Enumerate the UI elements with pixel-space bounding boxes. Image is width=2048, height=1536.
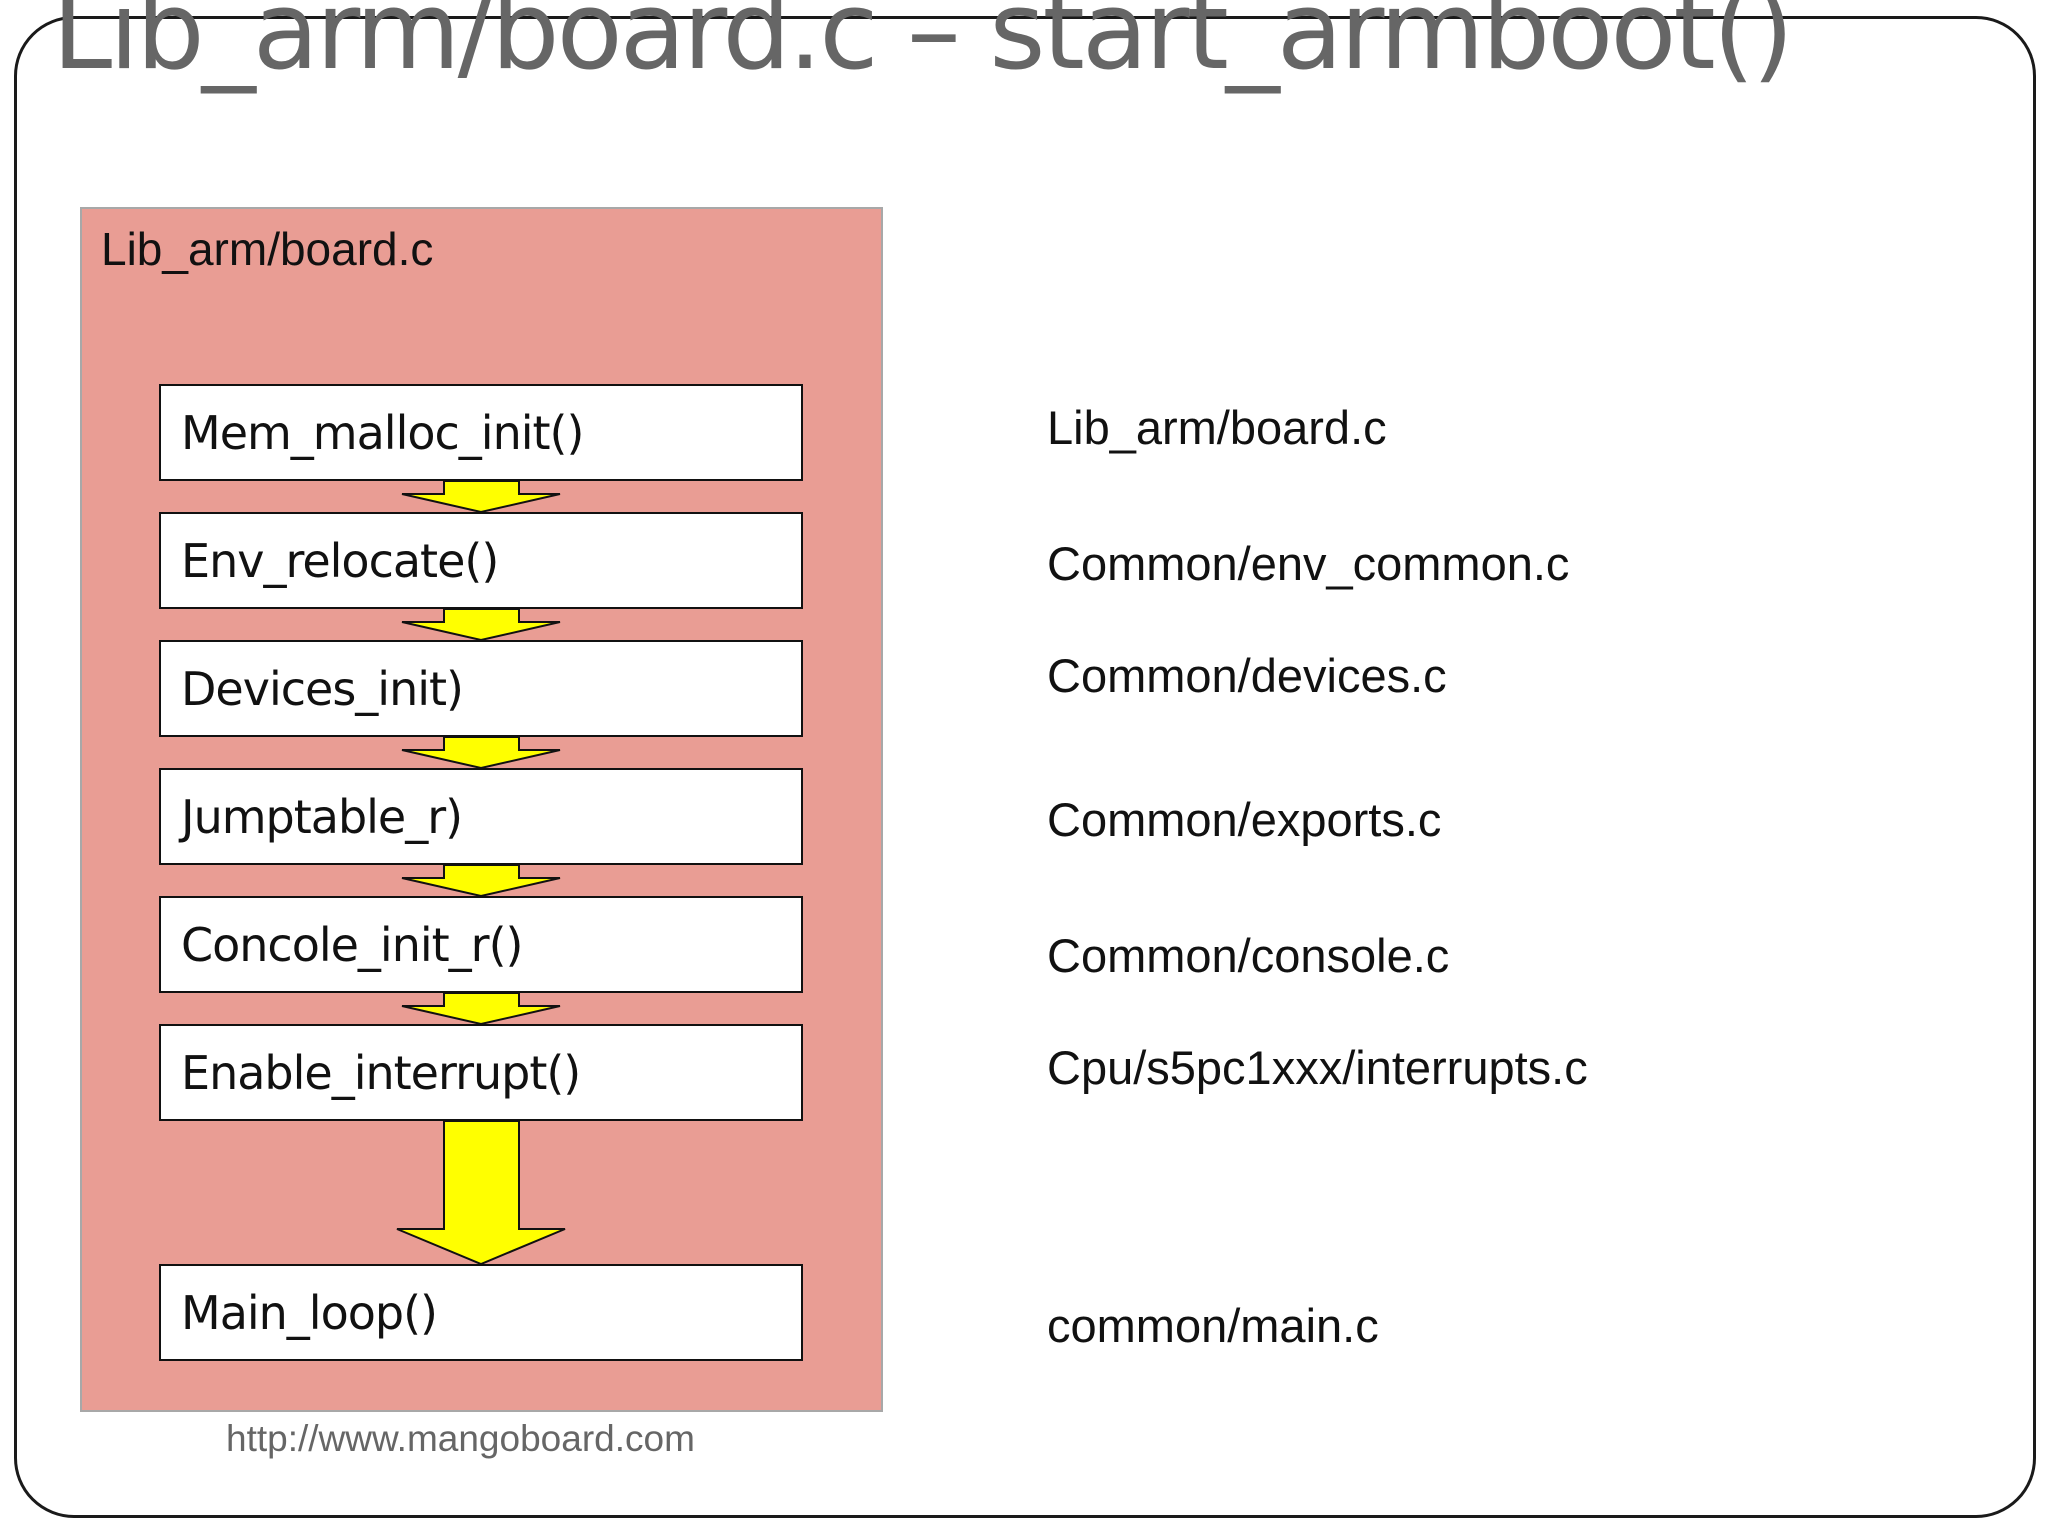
step-box-enable-interrupt: Enable_interrupt() [159, 1024, 803, 1121]
file-label: common/main.c [1047, 1299, 1379, 1352]
step-box-devices-init: Devices_init) [159, 640, 803, 737]
step-box-env-relocate: Env_relocate() [159, 512, 803, 609]
step-label: Devices_init) [181, 661, 464, 716]
step-label: Env_relocate() [181, 533, 499, 588]
file-label: Common/env_common.c [1047, 537, 1570, 590]
step-box-mem-malloc-init: Mem_malloc_init() [159, 384, 803, 481]
file-label: Common/exports.c [1047, 793, 1442, 846]
file-label: Common/console.c [1047, 929, 1450, 982]
file-label: Common/devices.c [1047, 649, 1447, 702]
file-label: Cpu/s5pc1xxx/interrupts.c [1047, 1041, 1588, 1094]
file-label: Lib_arm/board.c [1047, 401, 1387, 454]
step-box-console-init: Concole_init_r() [159, 896, 803, 993]
step-box-main-loop: Main_loop() [159, 1264, 803, 1361]
slide-title: Lib_arm/board.c – start_armboot() [52, 0, 1794, 94]
step-box-jumptable: Jumptable_r) [159, 768, 803, 865]
step-label: Mem_malloc_init() [181, 405, 584, 460]
step-label: Concole_init_r() [181, 917, 523, 972]
step-label: Jumptable_r) [181, 789, 463, 844]
container-label: Lib_arm/board.c [101, 223, 434, 275]
step-label: Main_loop() [181, 1285, 438, 1340]
step-label: Enable_interrupt() [181, 1045, 581, 1100]
slide-frame [14, 16, 2036, 1518]
source-credit: http://www.mangoboard.com [226, 1418, 695, 1459]
